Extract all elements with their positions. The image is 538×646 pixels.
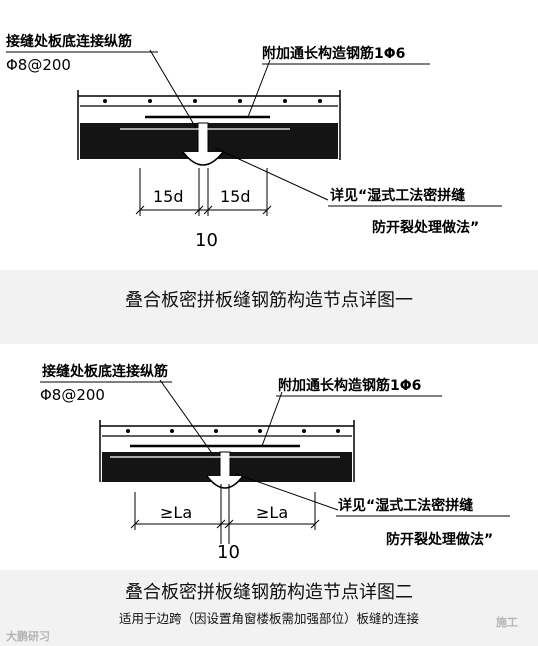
figure-1-caption: 叠合板密拼板缝钢筋构造节点详图一	[125, 290, 413, 311]
dim-gap-label: 10	[217, 542, 240, 563]
label-bottom-rebar: 接缝处板底连接纵筋	[42, 363, 168, 380]
dimension-lines	[130, 484, 320, 544]
label-bottom-rebar-spec: Φ8@200	[6, 56, 71, 74]
figure-1-panel: 15d 15d 10 接缝处板底连接纵筋 Φ8@200 附加通长构造钢筋1Φ6 …	[0, 0, 538, 270]
label-see-ref-2: 防开裂处理做法”	[372, 219, 479, 236]
dimension-lines	[135, 168, 272, 216]
figure-2-drawing: ≥La ≥La 10 接缝处板底连接纵筋 Φ8@200 附加通长构造钢筋1Φ6 …	[40, 363, 510, 563]
label-additional-rebar: 附加通长构造钢筋1Φ6	[278, 377, 421, 394]
top-rebar-dots	[126, 429, 340, 433]
figure-2-caption: 叠合板密拼板缝钢筋构造节点详图二	[125, 582, 413, 603]
label-see-ref-2: 防开裂处理做法”	[386, 531, 493, 548]
watermark-left: 大鹏研习	[6, 630, 50, 643]
figure-2-panel: ≥La ≥La 10 接缝处板底连接纵筋 Φ8@200 附加通长构造钢筋1Φ6 …	[0, 344, 538, 570]
figure-1-drawing: 15d 15d 10 接缝处板底连接纵筋 Φ8@200 附加通长构造钢筋1Φ6 …	[6, 33, 502, 251]
watermark-right: 施工	[496, 616, 518, 629]
seam-mortar-arc	[206, 475, 244, 489]
dim-right-label: 15d	[220, 187, 251, 206]
dim-right-label: ≥La	[256, 503, 288, 522]
seam-mortar-arc	[182, 151, 224, 166]
top-rebar-dots	[103, 99, 322, 103]
figure-2-subcaption: 适用于边跨（因设置角窗楼板需加强部位）板缝的连接	[118, 611, 419, 626]
label-additional-rebar: 附加通长构造钢筋1Φ6	[262, 45, 405, 62]
label-bottom-rebar-spec: Φ8@200	[40, 386, 105, 404]
dim-left-label: 15d	[153, 187, 184, 206]
dim-gap-label: 10	[195, 230, 218, 251]
dim-left-label: ≥La	[160, 503, 192, 522]
label-bottom-rebar: 接缝处板底连接纵筋	[6, 33, 132, 50]
label-see-ref-1: 详见“湿式工法密拼缝	[338, 497, 473, 514]
label-see-ref-1: 详见“湿式工法密拼缝	[330, 187, 465, 204]
